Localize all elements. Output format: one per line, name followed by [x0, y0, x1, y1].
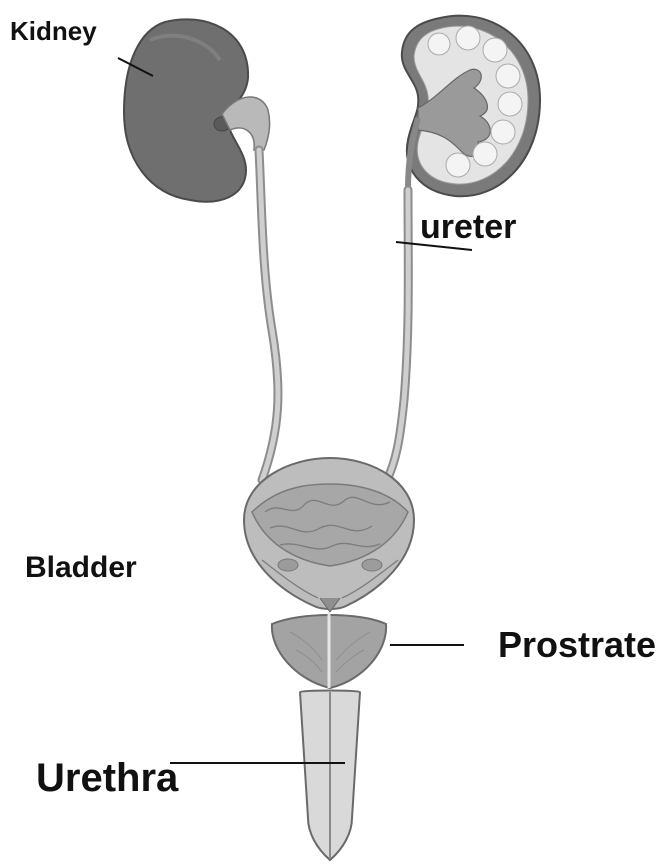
- label-bladder: Bladder: [25, 553, 137, 583]
- bladder: [244, 458, 414, 612]
- urethra: [300, 691, 360, 861]
- left-kidney: [124, 19, 270, 201]
- label-kidney: Kidney: [10, 18, 97, 44]
- label-prostrate: Prostrate: [498, 627, 656, 663]
- right-kidney-section: [402, 16, 540, 197]
- label-urethra: Urethra: [36, 758, 178, 798]
- label-ureter: ureter: [420, 210, 516, 244]
- prostate: [272, 612, 386, 688]
